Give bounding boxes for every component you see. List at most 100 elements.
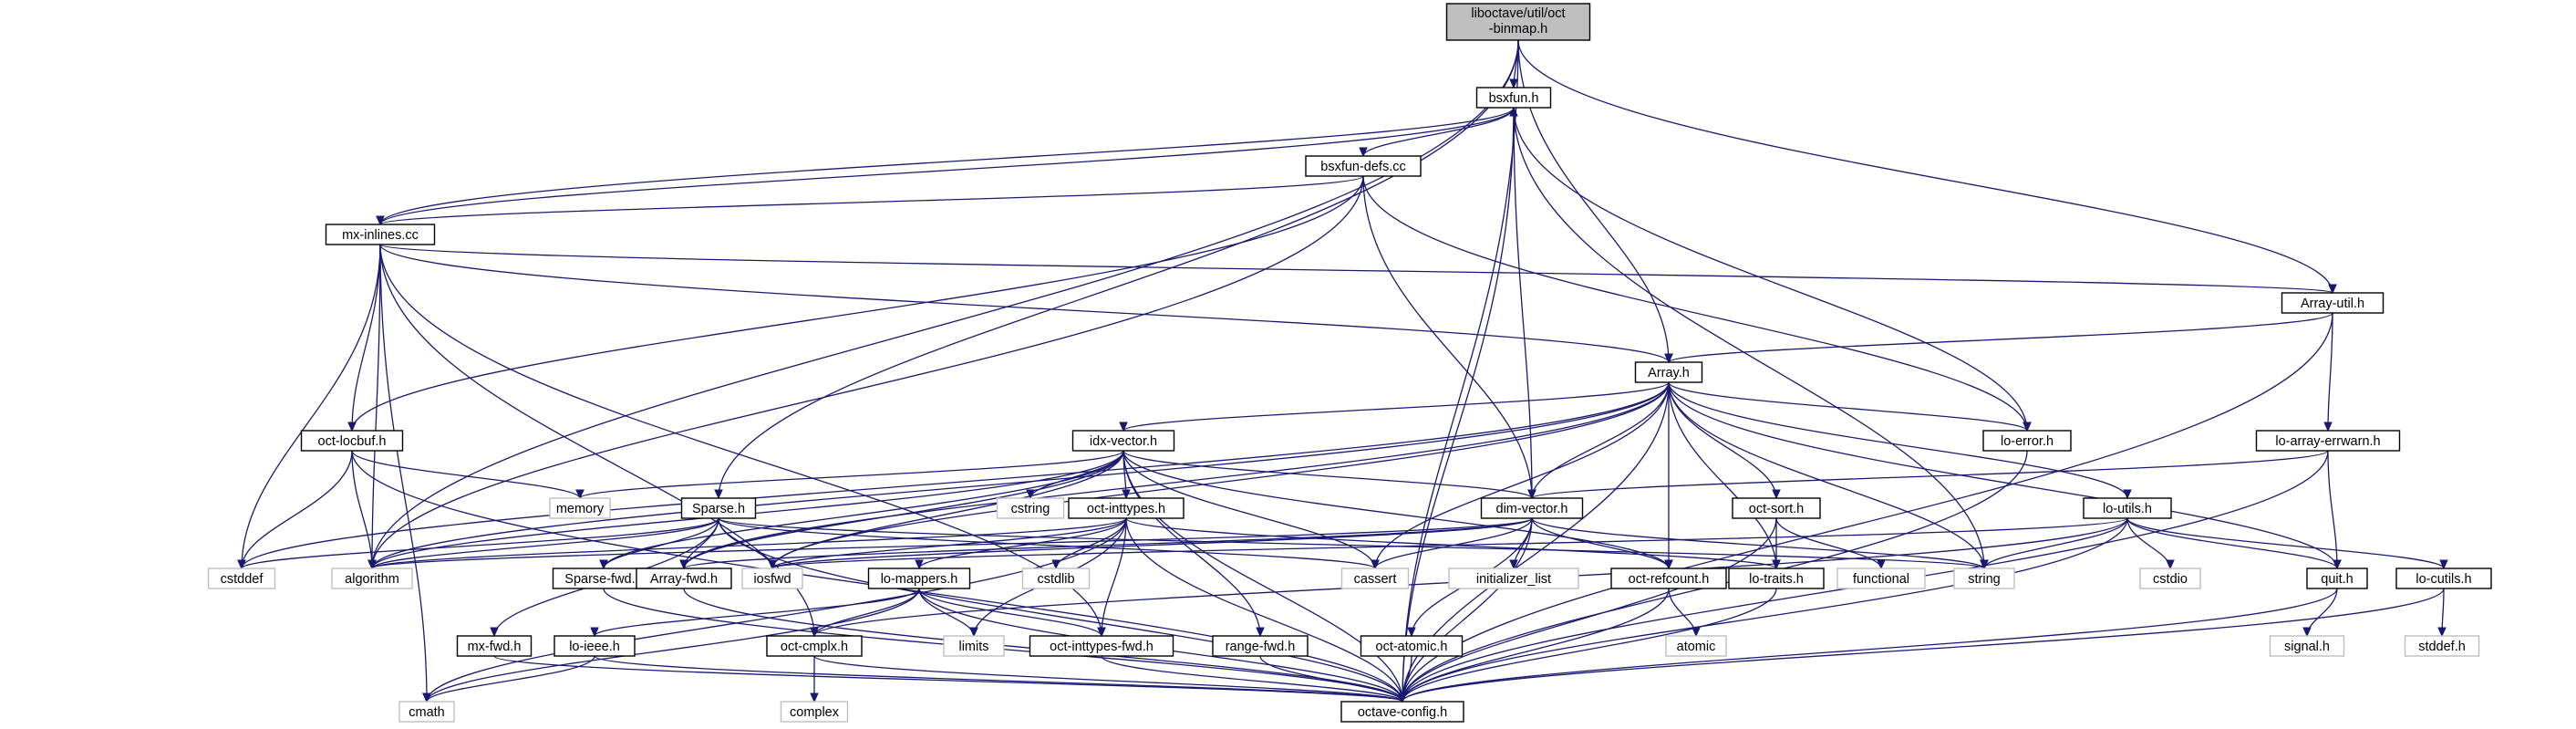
node-oct-cmplx[interactable]: oct-cmplx.h	[766, 635, 863, 657]
node-cassert: cassert	[1340, 568, 1410, 589]
node-atomic: atomic	[1665, 635, 1727, 657]
node-label: limits	[958, 640, 988, 654]
edge-line	[241, 381, 1670, 569]
node-idx-vector[interactable]: idx-vector.h	[1071, 430, 1175, 452]
edge-line	[1402, 517, 1533, 703]
node-mx-inlines[interactable]: mx-inlines.cc	[325, 224, 436, 245]
node-cstdio: cstdio	[2139, 568, 2201, 589]
edge-arrowhead	[2439, 559, 2448, 570]
node-box	[1475, 87, 1552, 109]
edge-bsxfun-defs-to-mx-inlines	[376, 175, 1364, 226]
edge-arrowhead	[599, 559, 608, 570]
node-box	[1305, 155, 1422, 177]
node-label: lo-traits.h	[1749, 572, 1804, 587]
node-label: Array.h	[1648, 366, 1690, 380]
edge-arrowhead	[2166, 559, 2175, 570]
edge-line	[1362, 107, 1515, 157]
edge-arrowhead	[1664, 353, 1673, 364]
edge-line	[379, 244, 1670, 363]
edge-mx-inlines-to-array-h	[379, 244, 1673, 364]
node-array-util[interactable]: Array-util.h	[2281, 292, 2385, 314]
node-oct-inttypes[interactable]: oct-inttypes.h	[1068, 497, 1185, 519]
edge-line	[1531, 381, 1670, 499]
node-box	[2269, 635, 2345, 657]
node-root[interactable]: liboctave/util/oct-binmap.h	[1445, 3, 1591, 41]
node-array-fwd[interactable]: Array-fwd.h	[636, 568, 732, 589]
node-box	[996, 497, 1065, 519]
edge-line	[1513, 107, 1533, 499]
edge-mx-inlines-to-oct-locbuf	[347, 244, 381, 432]
node-oct-atomic[interactable]: oct-atomic.h	[1360, 635, 1464, 657]
edge-line	[379, 244, 2333, 294]
edge-line	[1668, 381, 1777, 569]
edge-arrowhead	[2333, 559, 2342, 570]
node-lo-mappers[interactable]: lo-mappers.h	[867, 568, 971, 589]
node-box	[1212, 635, 1309, 657]
edge-line	[371, 517, 719, 569]
node-label: -binmap.h	[1489, 22, 1547, 36]
node-box	[2281, 292, 2385, 314]
edge-root-to-sparse-h	[714, 39, 1519, 500]
node-box	[1340, 701, 1464, 723]
node-lo-array-errwarn[interactable]: lo-array-errwarn.h	[2255, 430, 2401, 452]
edge-oct-cmplx-to-complex	[810, 655, 819, 703]
node-lo-error[interactable]: lo-error.h	[1982, 430, 2072, 452]
node-quit-h[interactable]: quit.h	[2306, 568, 2368, 589]
node-range-fwd[interactable]: range-fwd.h	[1212, 635, 1309, 657]
edge-array-h-to-cassert	[1371, 381, 1670, 570]
edge-lo-utils-to-string	[1980, 517, 2128, 570]
node-oct-inttypes-fwd[interactable]: oct-inttypes-fwd.h	[1029, 635, 1174, 657]
node-box	[2404, 635, 2480, 657]
node-label: Sparse-fwd.h	[564, 572, 642, 587]
edge-line	[1983, 517, 2128, 569]
node-lo-cutils[interactable]: lo-cutils.h	[2395, 568, 2492, 589]
node-box	[1732, 497, 1821, 519]
node-dim-vector[interactable]: dim-vector.h	[1480, 497, 1584, 519]
edge-line	[1513, 107, 1985, 569]
node-bsxfun-h[interactable]: bsxfun.h	[1475, 87, 1552, 109]
node-oct-refcount[interactable]: oct-refcount.h	[1610, 568, 1727, 589]
node-bsxfun-defs[interactable]: bsxfun-defs.cc	[1305, 155, 1422, 177]
node-label: lo-ieee.h	[569, 640, 620, 654]
edge-line	[371, 517, 1127, 569]
node-label: iosfwd	[753, 572, 791, 587]
edge-line	[379, 107, 1515, 225]
node-lo-ieee[interactable]: lo-ieee.h	[553, 635, 636, 657]
node-label: oct-inttypes-fwd.h	[1050, 640, 1154, 654]
node-sparse-fwd[interactable]: Sparse-fwd.h	[552, 568, 656, 589]
node-label: lo-utils.h	[2103, 502, 2152, 516]
node-lo-utils[interactable]: lo-utils.h	[2083, 497, 2172, 519]
edge-oct-sort-to-lo-traits	[1772, 517, 1781, 570]
edge-oct-locbuf-to-memory	[351, 450, 585, 500]
edge-line	[2126, 517, 2445, 569]
node-octave-config[interactable]: octave-config.h	[1340, 701, 1464, 723]
edge-line	[241, 244, 381, 569]
edge-arrowhead	[367, 559, 377, 570]
edge-line	[351, 175, 1364, 432]
edge-line	[918, 588, 1102, 637]
edge-array-util-to-array-h	[1664, 312, 2333, 364]
edge-mx-inlines-to-array-util	[379, 244, 2337, 295]
node-oct-locbuf[interactable]: oct-locbuf.h	[300, 430, 404, 452]
node-memory: memory	[549, 497, 611, 519]
edge-line	[1402, 517, 1777, 703]
node-mx-fwd[interactable]: mx-fwd.h	[456, 635, 533, 657]
node-label: oct-atomic.h	[1376, 640, 1448, 654]
edge-line	[1513, 107, 2028, 432]
node-sparse-h[interactable]: Sparse.h	[680, 497, 757, 519]
node-lo-traits[interactable]: lo-traits.h	[1728, 568, 1825, 589]
node-oct-sort[interactable]: oct-sort.h	[1732, 497, 1821, 519]
node-box	[1480, 497, 1584, 519]
node-box	[1021, 568, 1091, 589]
edge-sparse-h-to-sparse-fwd	[599, 517, 719, 570]
node-array-h[interactable]: Array.h	[1634, 361, 1703, 383]
node-iosfwd: iosfwd	[741, 568, 803, 589]
node-box	[1610, 568, 1727, 589]
edge-line	[1668, 381, 2128, 499]
edge-dim-vector-to-oct-refcount	[1531, 517, 1673, 570]
edge-line	[1402, 588, 1670, 703]
edge-line	[351, 450, 581, 499]
edge-line	[379, 107, 1515, 225]
node-label: initializer_list	[1476, 572, 1551, 587]
